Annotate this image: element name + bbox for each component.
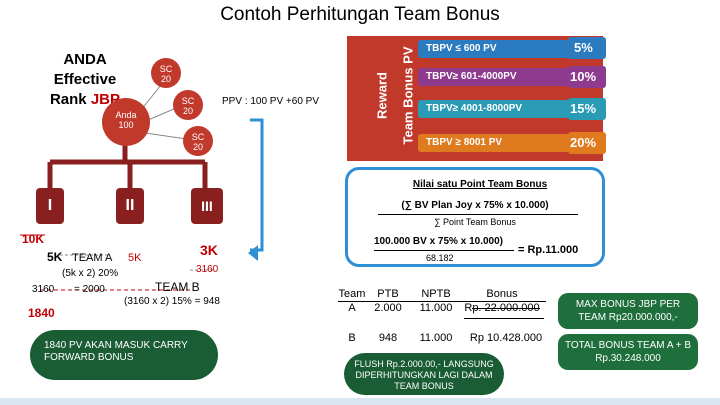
td-b-nptb: 11.000 (419, 332, 453, 344)
label-10k: 10K (22, 232, 45, 246)
calc-line (374, 250, 514, 251)
formula-line (378, 214, 578, 215)
point-value-box (345, 167, 605, 267)
sc-node-2: SC 20 (173, 90, 203, 120)
tier-2-pct: 10% (568, 66, 606, 88)
branch-iii: III (191, 188, 223, 224)
rank-line-1: ANDA (63, 51, 107, 68)
bonus-b-overline (464, 318, 544, 319)
td-b-bonus: Rp 10.428.000 (469, 332, 543, 344)
flush-note: FLUSH Rp.2.000.00,- LANGSUNG DIPERHITUNG… (344, 353, 504, 395)
team-a-label: TEAM A (72, 252, 113, 264)
td-b-team: B (348, 332, 356, 344)
carry-value: 1840 (28, 306, 55, 320)
td-b-ptb: 948 (378, 332, 398, 344)
footer-bar (0, 398, 720, 405)
max-bonus-note: MAX BONUS JBP PER TEAM Rp20.000.000,- (558, 293, 698, 329)
formula-denominator: ∑ Point Team Bonus (434, 217, 516, 227)
total-bonus-note: TOTAL BONUS TEAM A + B Rp.30.248.000 (558, 334, 698, 370)
branch-ii: II (116, 188, 144, 224)
tier-4: TBPV ≥ 8001 PV (418, 134, 596, 152)
sc-node-1: SC 20 (151, 58, 181, 88)
tier-1: TBPV ≤ 600 PV (418, 40, 596, 58)
td-a-nptb: 11.000 (419, 302, 453, 314)
table-rule (338, 301, 546, 302)
th-bonus: Bonus (486, 288, 518, 300)
formula-numerator: (∑ BV Plan Joy x 75% x 10.000) (401, 200, 549, 211)
ppv-text: PPV : 100 PV +60 PV (222, 96, 320, 107)
tier-3: TBPV≥ 4001-8000PV (418, 100, 596, 118)
result-team-a: = 2000 (74, 284, 105, 295)
td-a-team: A (348, 302, 356, 314)
label-5k-red: 5K (128, 252, 142, 264)
label-3k: 3K (200, 242, 218, 258)
carry-forward-note: 1840 PV AKAN MASUK CARRY FORWARD BONUS (30, 330, 218, 380)
sc-node-3: SC 20 (183, 126, 213, 156)
calc-numerator: 100.000 BV x 75% x 10.000) (374, 236, 503, 247)
tier-2: TBPV≥ 601-4000PV (418, 68, 596, 86)
page-title: Contoh Perhitungan Team Bonus (220, 4, 500, 25)
rank-block: ANDA Effective Rank JBP (30, 50, 140, 110)
label-5k: 5K (47, 250, 63, 264)
point-value-result: = Rp.11.000 (518, 244, 579, 256)
th-team: Team (338, 288, 366, 300)
td-a-bonus: Rp. 22.000.000 (464, 302, 540, 314)
calc-denominator: 68.182 (426, 253, 454, 263)
tier-3-pct: 15% (568, 98, 606, 120)
tier-1-pct: 5% (568, 37, 606, 59)
th-ptb: PTB (377, 288, 399, 300)
td-a-ptb: 2.000 (374, 302, 402, 314)
tier-4-pct: 20% (568, 132, 606, 154)
point-value-heading: Nilai satu Point Team Bonus (412, 179, 548, 190)
anda-node: Anda 100 (102, 98, 150, 146)
value-3160: 3160 (32, 284, 55, 295)
th-nptb: NPTB (421, 288, 451, 300)
reward-title: Reward Team Bonus PV (374, 46, 416, 145)
team-b-label: TEAM B (155, 280, 200, 294)
branch-i: I (36, 188, 64, 224)
calc-team-a: (5k x 2) 20% (62, 268, 119, 279)
value-3160-red: 3160 (196, 264, 219, 275)
calc-team-b: (3160 x 2) 15% = 948 (124, 296, 220, 307)
rank-line-2: Effective (53, 71, 117, 88)
